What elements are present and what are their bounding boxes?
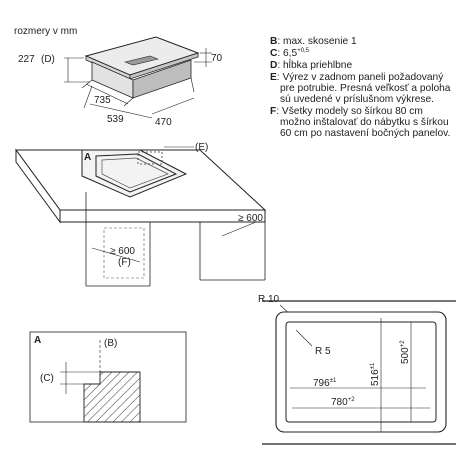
label-B: (B)	[104, 338, 117, 349]
worktop-front-edge	[59, 209, 266, 223]
label-A-cabinet: A	[84, 152, 91, 163]
dim-600-bottom: ≥ 600	[110, 246, 135, 257]
label-E: (E)	[195, 142, 208, 153]
cabinet-view: (E) A ≥ 600 (F) ≥ 600	[15, 142, 267, 287]
worktop-left-edge	[15, 148, 61, 224]
cutout-plan: R 10 R 5 796±1 780+2 516±1 500+2	[258, 294, 456, 445]
label-F: (F)	[118, 257, 131, 268]
inner-panel	[103, 227, 145, 279]
hob-inner-rim	[101, 157, 169, 189]
cutout-inner	[285, 321, 437, 423]
dim-539: 539	[107, 114, 124, 125]
dim-227-group: 227 (D)	[18, 54, 90, 83]
note-F-line3: 60 cm po nastavení bočných panelov.	[280, 128, 450, 139]
r10-label: R 10	[258, 294, 280, 305]
notes-legend: B: max. skosenie 1 C: 6,5+0,5 D: hĺbka p…	[270, 36, 451, 139]
detail-A: A (B) (C)	[29, 331, 187, 423]
note-D: D: hĺbka priehlbne	[270, 58, 352, 71]
note-E-line1: E: Výrez v zadnom paneli požadovaný	[270, 72, 444, 83]
note-E-line2: pre potrubie. Presná veľkosť a poloha	[280, 83, 451, 94]
hob-in-cutout	[95, 153, 178, 193]
label-A-detail: A	[34, 335, 41, 346]
dim-470: 470	[155, 117, 172, 128]
hob-top-view	[84, 36, 200, 99]
unit-caption: rozmery v mm	[14, 26, 77, 37]
dim-516: 516±1	[370, 362, 381, 386]
dim-735: 735	[94, 95, 111, 106]
dim-600-side: ≥ 600	[238, 213, 263, 224]
hob-vent-strip	[123, 55, 160, 66]
hob-glass-edge-side	[129, 52, 199, 80]
note-E-line3: sú uvedené v príslušnom výkrese.	[280, 94, 434, 105]
dim-70-group: 70	[194, 48, 223, 67]
dim-227: 227	[18, 54, 35, 65]
dim-front-group: 735 539	[81, 79, 153, 125]
dim-70: 70	[211, 53, 223, 64]
dim-470-group: 470	[151, 77, 195, 128]
note-B: B: max. skosenie 1	[270, 36, 357, 47]
worktop-cutout	[81, 149, 188, 198]
label-C: (C)	[40, 373, 54, 384]
note-C: C: 6,5+0,5	[270, 48, 310, 59]
duct-cutout-E	[137, 151, 163, 165]
dim-500: 500+2	[400, 340, 411, 364]
label-D: (D)	[41, 54, 55, 65]
note-F-line2: možno inštalovať do nábytku s šírkou	[280, 117, 449, 128]
dim-796: 796±1	[313, 378, 337, 389]
dim-780: 780+2	[331, 397, 355, 408]
note-F-line1: F: Všetky modely so šírkou 80 cm	[270, 106, 423, 117]
r5-label: R 5	[315, 346, 331, 357]
